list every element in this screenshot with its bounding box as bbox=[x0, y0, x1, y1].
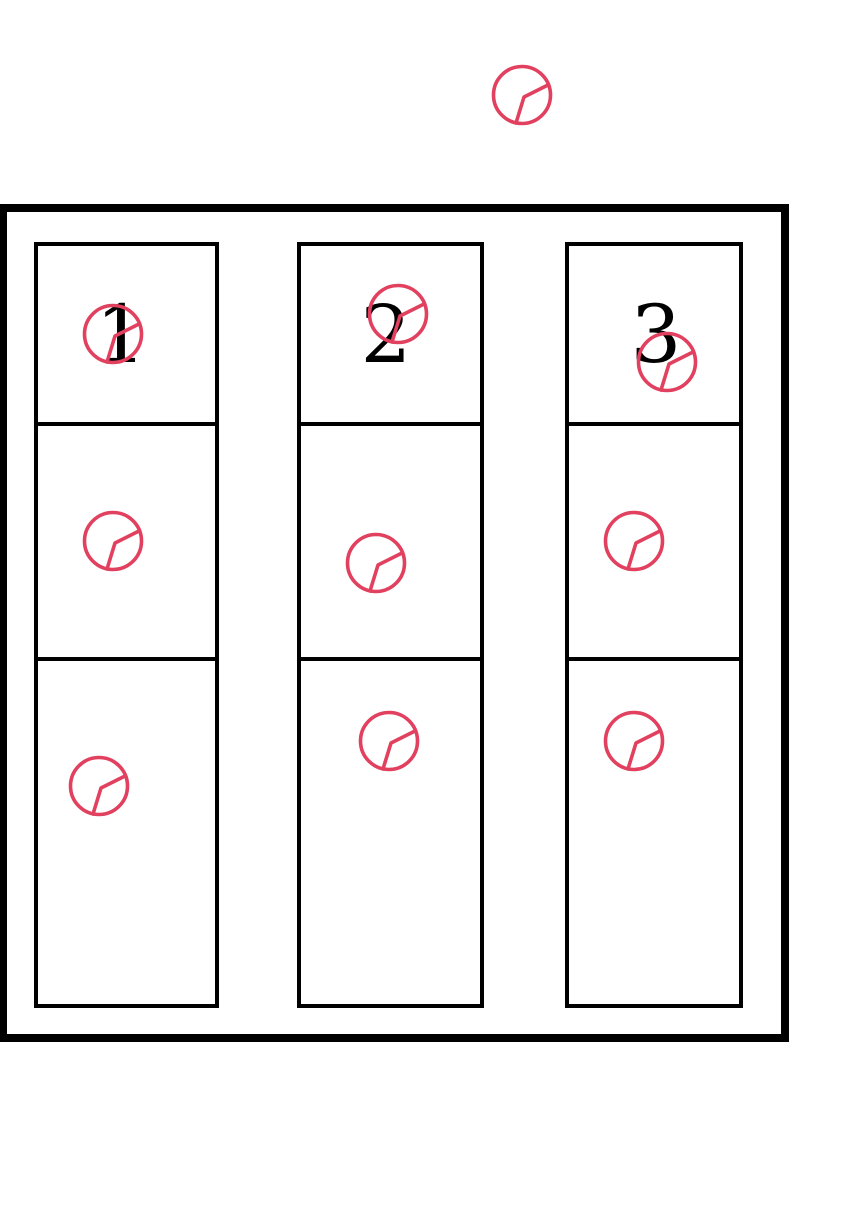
column-3: 3 bbox=[565, 242, 743, 1008]
column-2-cell-3 bbox=[297, 657, 484, 1008]
circle-slash-marker-icon bbox=[491, 64, 553, 126]
circle-slash-marker-icon bbox=[82, 510, 144, 572]
circle-slash-marker-icon bbox=[603, 510, 665, 572]
column-2-label: 2 bbox=[361, 288, 412, 381]
column-2-cell-2 bbox=[297, 422, 484, 661]
column-1-cell-3 bbox=[34, 657, 219, 1008]
outer-frame bbox=[0, 204, 789, 1042]
marker-layer bbox=[68, 64, 698, 817]
column-1: 1 bbox=[34, 242, 219, 1008]
column-3-cell-2 bbox=[565, 422, 743, 661]
column-2: 2 bbox=[297, 242, 484, 1008]
circle-slash-marker-icon bbox=[358, 710, 420, 772]
column-3-cell-3 bbox=[565, 657, 743, 1008]
column-1-cell-2 bbox=[34, 422, 219, 661]
circle-slash-marker-icon bbox=[68, 755, 130, 817]
circle-slash-marker-icon bbox=[345, 532, 407, 594]
circle-slash-marker-icon bbox=[603, 710, 665, 772]
